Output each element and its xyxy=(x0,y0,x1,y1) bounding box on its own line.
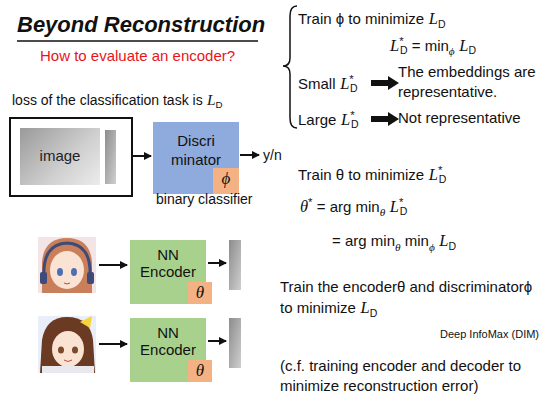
implies-arrow xyxy=(370,111,400,127)
formula-line: SmallL*D xyxy=(298,72,400,95)
text-label: θ xyxy=(395,241,401,253)
arrow xyxy=(208,340,226,342)
text-label: L xyxy=(390,36,399,55)
text-label: binary classifier xyxy=(156,191,252,207)
arrow xyxy=(208,262,226,264)
text-label: (c.f. training encoder and decoder to mi… xyxy=(280,357,521,394)
embedding-bar xyxy=(229,318,241,368)
text-label: y/n xyxy=(263,147,282,163)
text-label: min xyxy=(356,198,380,215)
formula-line: y/n xyxy=(263,146,282,165)
node-text: NN Encoder xyxy=(133,324,203,358)
anime-illustration xyxy=(38,316,96,373)
arrow xyxy=(133,155,151,157)
node-text: θ xyxy=(188,282,212,304)
text-label: L xyxy=(459,36,468,55)
text-label: How to evaluate an encoder? xyxy=(40,47,235,64)
embedding-bar xyxy=(229,240,241,290)
formula-line: Train ϕ to minimize LD xyxy=(298,8,446,31)
text-label: D xyxy=(400,44,408,56)
formula-line: The embeddings are representative. xyxy=(398,62,550,103)
text-label: D xyxy=(370,307,378,319)
formula-line: Train the encoderθ and discriminatorϕ to… xyxy=(280,277,548,320)
text-label: = xyxy=(317,198,326,215)
text-label: L xyxy=(429,165,438,184)
input-image-box: image xyxy=(20,128,100,185)
text-label: D xyxy=(351,118,359,130)
node-text: ϕ xyxy=(213,168,239,190)
text-label: L xyxy=(429,9,438,28)
node-text: image xyxy=(20,147,100,165)
formula-line: L*D=minϕLD xyxy=(390,34,476,59)
formula-line: Train θ to minimizeL*D xyxy=(298,163,446,186)
text-label: L xyxy=(390,197,399,216)
text-label: D xyxy=(438,18,446,30)
encoder-box: NN Encoderθ xyxy=(130,318,206,382)
formula-line: binary classifier xyxy=(156,190,252,209)
text-label: Train θ to minimize xyxy=(298,166,424,183)
text-label: min xyxy=(425,37,449,54)
curly-brace xyxy=(283,6,297,128)
text-label: loss of the classification task is xyxy=(12,92,203,108)
text-label: D xyxy=(449,240,457,252)
node-text: NN Encoder xyxy=(133,246,203,280)
formula-line: loss of the classification task isLD xyxy=(12,90,223,112)
text-label: arg xyxy=(345,232,367,249)
arrow xyxy=(99,343,127,345)
parameter-box: θ xyxy=(188,282,212,304)
text-label: D xyxy=(468,44,476,56)
formula-line: θ*=argminθL*D xyxy=(300,195,407,220)
encoder-box: NN Encoderθ xyxy=(130,240,206,304)
text-label: D xyxy=(350,82,358,94)
text-label: ϕ xyxy=(449,45,455,57)
text-label: L xyxy=(207,91,216,108)
text-label: L xyxy=(439,231,448,250)
text-label: Small xyxy=(298,75,336,92)
parameter-box: ϕ xyxy=(213,168,239,194)
text-label: Train the encoderθ and discriminatorϕ to… xyxy=(280,278,532,316)
text-label: Deep InfoMax (DIM) xyxy=(440,328,539,340)
formula-line: Not representative xyxy=(398,108,521,128)
text-label: = xyxy=(412,37,421,54)
arrow xyxy=(240,154,259,156)
arrow xyxy=(99,264,127,266)
slide-title: Beyond Reconstruction xyxy=(17,12,265,38)
formula-line: Deep InfoMax (DIM) xyxy=(440,327,539,342)
text-label: D xyxy=(216,99,223,110)
input-frame xyxy=(10,118,132,196)
text-label: θ xyxy=(300,197,308,216)
text-label: L xyxy=(341,110,350,129)
anime-illustration xyxy=(38,237,96,293)
parameter-box: θ xyxy=(188,360,212,382)
text-label: arg xyxy=(330,198,352,215)
title-underline xyxy=(17,40,258,42)
embedding-bar xyxy=(105,130,116,184)
formula-line: How to evaluate an encoder? xyxy=(40,46,235,66)
text-label: The embeddings are representative. xyxy=(398,63,536,100)
text-label: = xyxy=(332,232,341,249)
text-label: D xyxy=(400,205,408,217)
text-label: Not representative xyxy=(398,109,521,126)
text-label: D xyxy=(439,173,447,185)
node-text: θ xyxy=(188,360,212,382)
text-label: * xyxy=(308,196,312,208)
text-label: L xyxy=(340,74,349,93)
node-text: Discri minator xyxy=(157,131,235,169)
text-label: Large xyxy=(298,111,336,128)
text-label: min xyxy=(405,232,429,249)
text-label: θ xyxy=(380,206,386,218)
discriminator-box: Discri minatorϕ xyxy=(153,122,239,194)
text-label: L xyxy=(360,298,369,317)
text-label: Train ϕ to minimize xyxy=(298,10,424,27)
formula-line: =argminθminϕLD xyxy=(332,230,456,255)
formula-line: (c.f. training encoder and decoder to mi… xyxy=(280,356,548,397)
text-label: ϕ xyxy=(429,241,435,253)
formula-line: LargeL*D xyxy=(298,108,400,131)
text-label: min xyxy=(371,232,395,249)
implies-arrow xyxy=(370,75,400,91)
